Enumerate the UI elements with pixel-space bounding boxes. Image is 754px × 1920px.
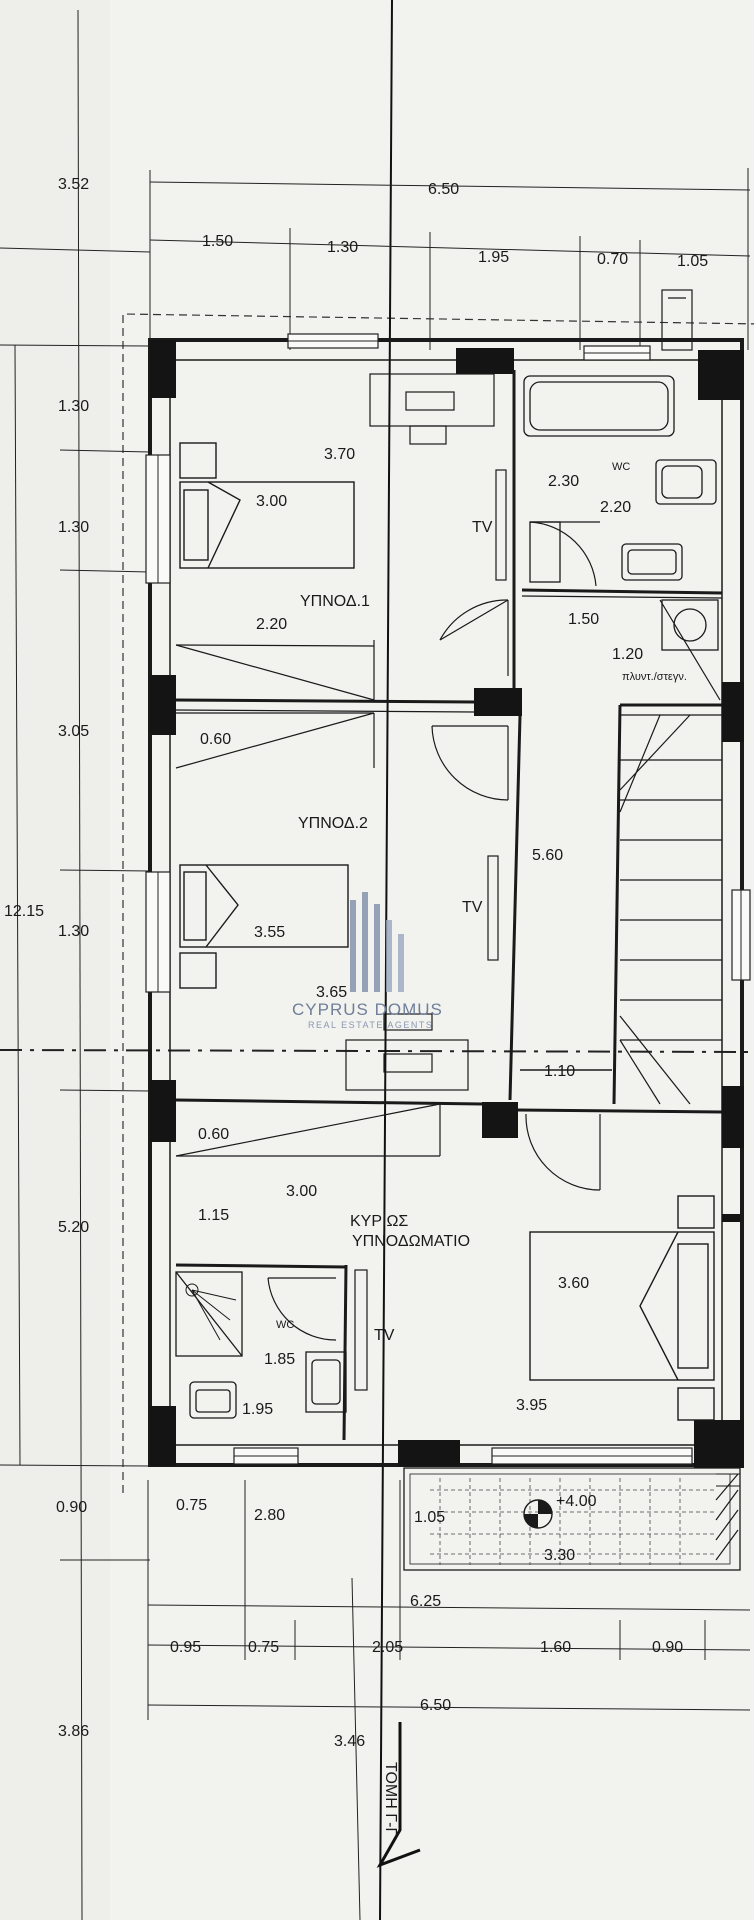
tv-label-1: TV — [472, 519, 493, 536]
dim-bal-b: 2.80 — [254, 1507, 285, 1524]
dim-bot-h: 3.46 — [334, 1733, 365, 1750]
dim-bal-c: 1.05 — [414, 1509, 445, 1526]
dim-left-top: 3.52 — [58, 176, 89, 193]
watermark-logo — [350, 892, 404, 992]
dim-bot-c: 0.75 — [248, 1639, 279, 1656]
structural-columns — [150, 340, 744, 1468]
dim-top-d: 0.70 — [597, 251, 628, 268]
interior-walls — [175, 370, 723, 1441]
watermark-name: CYPRUS DOMUS — [292, 1000, 443, 1019]
dim-bot-d: 2.05 — [372, 1639, 403, 1656]
dim-bal-d: 3.30 — [544, 1547, 575, 1564]
dimension-labels: 6.50 1.50 1.30 1.95 0.70 1.05 3.52 1.30 … — [4, 176, 708, 1836]
top-dimension-lines — [0, 168, 751, 350]
dim-hall-c: 1.10 — [544, 1063, 575, 1080]
dim-b1-wardrobe: 2.20 — [256, 616, 287, 633]
dim-ens-a: 1.85 — [264, 1351, 295, 1368]
section-label: ΤΟΜΗ Γ-Γ — [382, 1762, 399, 1836]
beds — [179, 442, 715, 1421]
tv-label-3: TV — [374, 1327, 395, 1344]
dim-left-2: 1.30 — [58, 519, 89, 536]
dim-m-width: 3.95 — [516, 1397, 547, 1414]
dim-left-total: 12.15 — [4, 903, 44, 920]
dim-b1-width: 3.70 — [324, 446, 355, 463]
dim-left-5: 5.20 — [58, 1219, 89, 1236]
staircase — [619, 714, 722, 1105]
dim-left-4: 1.30 — [58, 923, 89, 940]
balcony-hatch — [715, 1473, 739, 1561]
room-label-bedroom1: ΥΠΝΟΔ.1 — [300, 593, 370, 610]
dim-hall-b: 1.20 — [612, 646, 643, 663]
section-arrow-icon — [376, 1722, 421, 1868]
dim-left-3: 3.05 — [58, 723, 89, 740]
dim-bot-a: 6.25 — [410, 1593, 441, 1610]
dim-ens-b: 1.95 — [242, 1401, 273, 1418]
tv-label-2: TV — [462, 899, 483, 916]
left-dimension-lines — [0, 9, 151, 1920]
room-label-master-2: ΥΠΝΟΔΩΜΑΤΙΟ — [352, 1233, 470, 1250]
bathroom-fixtures — [175, 375, 719, 1419]
balcony — [403, 1467, 741, 1571]
dim-bal-level: +4.00 — [556, 1493, 597, 1510]
level-marker-icon — [523, 1499, 553, 1529]
dim-top-total: 6.50 — [428, 181, 459, 198]
dim-bal-a: 0.75 — [176, 1497, 207, 1514]
roof-railing — [661, 289, 693, 351]
room-label-wc2: WC — [276, 1319, 294, 1331]
dim-m-c: 1.15 — [198, 1207, 229, 1224]
overhang-outline — [122, 313, 754, 1493]
dim-b2-width: 3.65 — [316, 984, 347, 1001]
wardrobes — [175, 640, 441, 1157]
furniture — [345, 373, 507, 1391]
dim-top-c: 1.95 — [478, 249, 509, 266]
dim-bot-f: 0.90 — [652, 1639, 683, 1656]
dim-b1-bed: 3.00 — [256, 493, 287, 510]
room-label-master-1: ΚΥΡΙΩΣ — [350, 1213, 408, 1230]
dim-bot-g: 6.50 — [420, 1697, 451, 1714]
balcony-tiles — [430, 1478, 716, 1565]
dim-wc-b: 2.20 — [600, 499, 631, 516]
dim-m-bed: 3.60 — [558, 1275, 589, 1292]
window-glazing-lines — [157, 340, 742, 1457]
dim-wc-a: 2.30 — [548, 473, 579, 490]
dim-m-b: 3.00 — [286, 1183, 317, 1200]
dim-bot-e: 1.60 — [540, 1639, 571, 1656]
dim-left-1: 1.30 — [58, 398, 89, 415]
dim-top-b: 1.30 — [327, 239, 358, 256]
shower-icon — [185, 1283, 237, 1341]
dim-b2-a: 0.60 — [200, 731, 231, 748]
dim-top-e: 1.05 — [677, 253, 708, 270]
doors — [267, 521, 721, 1341]
dim-left-7: 3.86 — [58, 1723, 89, 1740]
room-labels: ΥΠΝΟΔ.1 ΥΠΝΟΔ.2 ΚΥΡΙΩΣ ΥΠΝΟΔΩΜΑΤΙΟ WC WC… — [276, 461, 687, 1344]
dim-b2-bed: 3.55 — [254, 924, 285, 941]
dim-bot-b: 0.95 — [170, 1639, 201, 1656]
watermark: CYPRUS DOMUS REAL ESTATE AGENTS — [292, 1000, 443, 1030]
bottom-dimension-lines — [147, 1480, 751, 1920]
room-label-bedroom2: ΥΠΝΟΔ.2 — [298, 815, 368, 832]
dim-hall-a: 1.50 — [568, 611, 599, 628]
dim-m-a: 0.60 — [198, 1126, 229, 1143]
dim-stair: 5.60 — [532, 847, 563, 864]
room-label-wc1: WC — [612, 461, 630, 473]
dim-top-a: 1.50 — [202, 233, 233, 250]
room-label-laundry: πλυντ./στεγν. — [622, 671, 687, 683]
dim-left-6: 0.90 — [56, 1499, 87, 1516]
paper-shade — [0, 0, 110, 1920]
watermark-tagline: REAL ESTATE AGENTS — [308, 1020, 433, 1030]
